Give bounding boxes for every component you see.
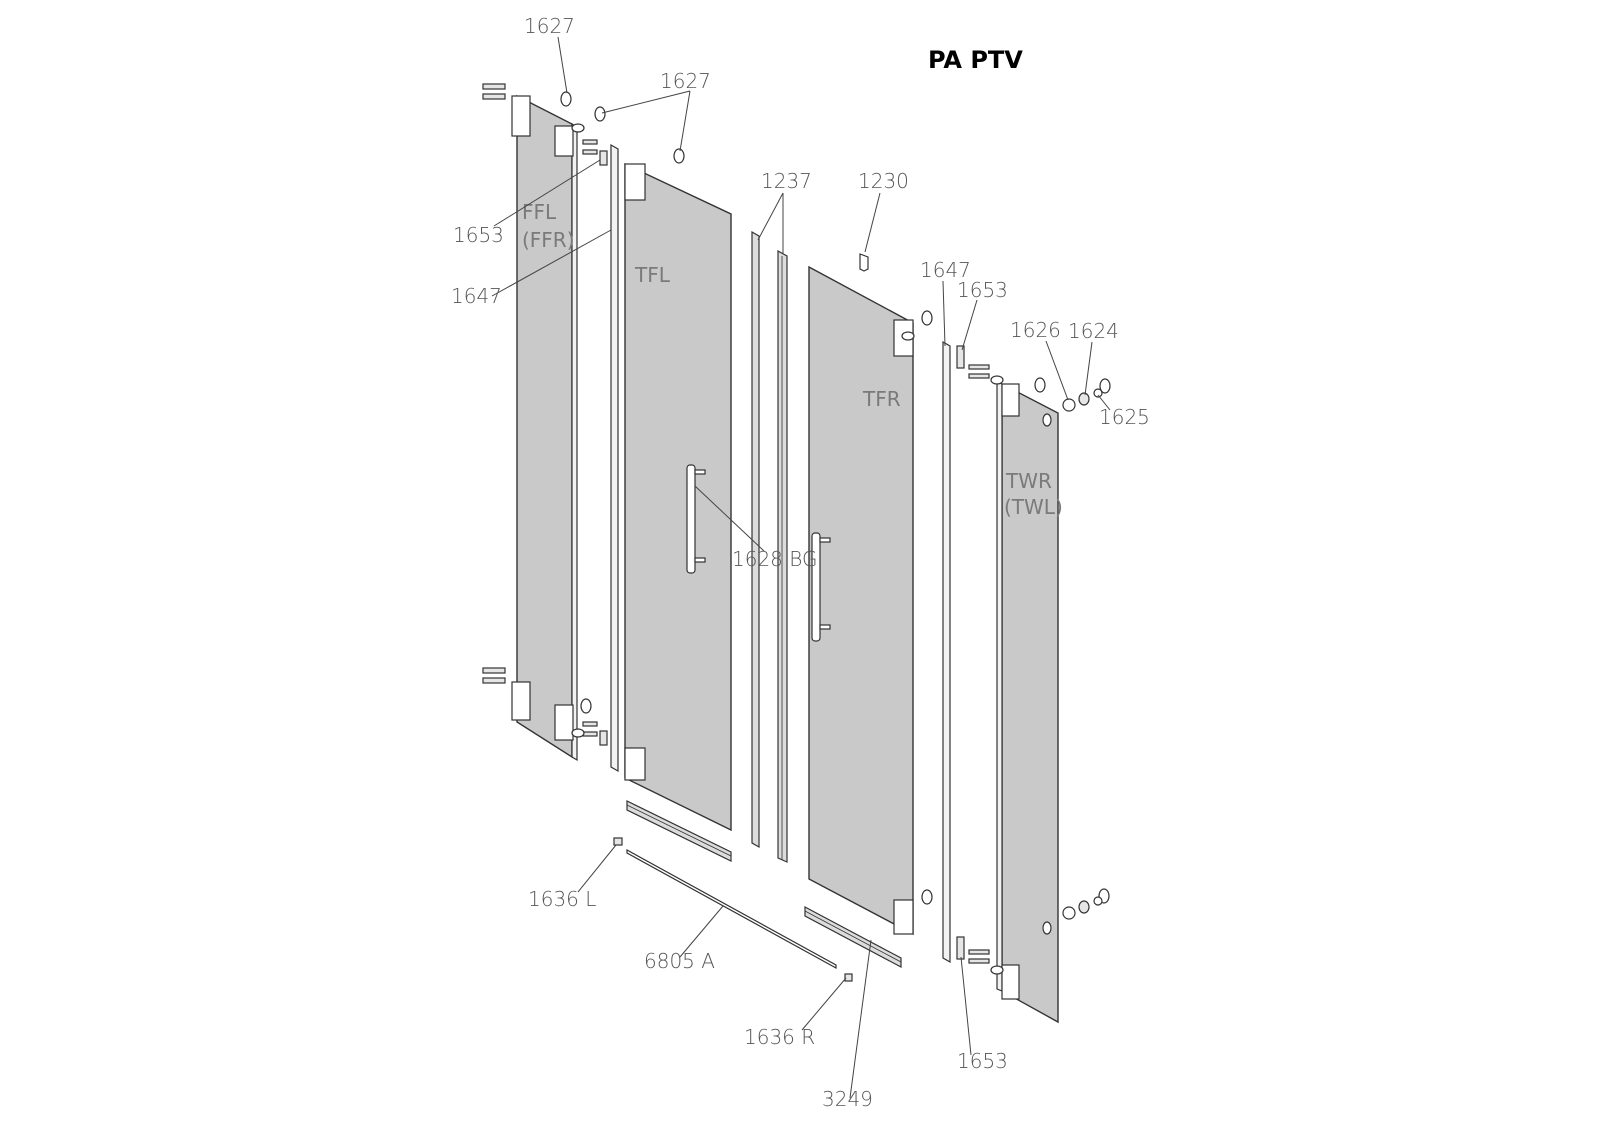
callout-1624: 1624 — [1068, 319, 1119, 343]
callout-1647-right: 1647 — [920, 258, 971, 282]
fixing-hardware-bottom — [1062, 896, 1103, 920]
panel-label-tfl: TFL — [634, 263, 671, 287]
panel-ffl: FFL (FFR) — [482, 83, 608, 762]
part-1653-right-top — [956, 345, 965, 369]
callout-1647-left: 1647 — [451, 284, 502, 308]
callout-1627-top: 1627 — [524, 14, 575, 38]
panel-label-twr: TWR — [1005, 469, 1052, 493]
callout-6805a: 6805 A — [644, 949, 715, 973]
threshold-profile-3249 — [804, 906, 902, 968]
magnetic-profiles-1237 — [751, 230, 788, 863]
threshold-profile-left — [626, 800, 732, 862]
end-cap-1636r — [844, 973, 853, 982]
panel-label-twl: (TWL) — [1004, 495, 1063, 519]
panel-label-ffl: FFL — [522, 200, 557, 224]
callout-labels: 1627 1627 1653 1647 1237 1230 1647 1653 … — [451, 14, 1150, 1111]
callout-1636l: 1636 L — [528, 887, 596, 911]
panel-tfr: TFR — [808, 265, 933, 936]
callout-1625: 1625 — [1099, 405, 1150, 429]
panel-label-tfr: TFR — [862, 387, 901, 411]
diagram-title: PA PTV — [928, 46, 1023, 74]
panel-twr: TWR (TWL) — [968, 364, 1110, 1024]
callout-1237: 1237 — [761, 169, 812, 193]
fixing-hardware-top — [1062, 378, 1111, 412]
rod-6805a — [626, 848, 837, 970]
callout-1626: 1626 — [1010, 318, 1061, 342]
callout-1628bg: 1628 BG — [732, 547, 818, 571]
callout-3249: 3249 — [822, 1087, 873, 1111]
leader-lines — [491, 36, 1111, 1099]
callout-1653-left: 1653 — [453, 223, 504, 247]
seal-strip-1647-left — [610, 143, 619, 773]
callout-1653-right-bottom: 1653 — [957, 1049, 1008, 1073]
part-1230-clip — [859, 253, 869, 272]
callout-1636r: 1636 R — [744, 1025, 815, 1049]
part-1653-right-bottom — [956, 936, 965, 960]
callout-1653-right-top: 1653 — [957, 278, 1008, 302]
callout-1230: 1230 — [858, 169, 909, 193]
panel-label-ffr: (FFR) — [522, 228, 575, 252]
panel-tfl: TFL — [624, 148, 732, 832]
end-cap-1636l — [613, 837, 623, 846]
callout-1627-mid: 1627 — [660, 69, 711, 93]
seal-strip-1647-right — [942, 340, 951, 964]
